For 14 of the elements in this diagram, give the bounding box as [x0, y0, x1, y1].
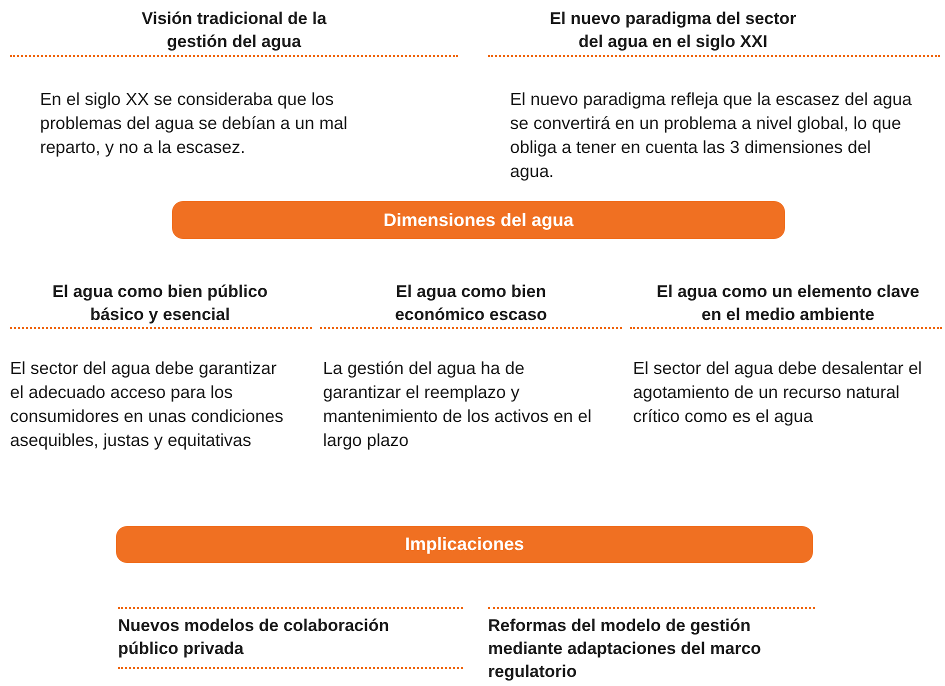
description-text: El nuevo paradigma refleja que la escasez del agua se convertirá en un problema a nivel global, lo que obliga a tener en cuenta las 3 dimensiones del agua.: [510, 88, 913, 183]
description-text: En el siglo XX se consideraba que los problemas del agua se debían a un mal reparto, y no a la escasez.: [40, 88, 348, 159]
section-heading: El agua como un elemento clave en el medio ambiente: [656, 281, 920, 326]
section-heading: El nuevo paradigma del sector del agua en el siglo XXI: [548, 8, 798, 53]
description-text: La gestión del agua ha de garantizar el reemplazo y mantenimiento de los activos en el largo plazo: [323, 357, 592, 452]
description-text: El sector del agua debe desalentar el agotamiento de un recurso natural crítico como es el agua: [633, 357, 923, 428]
implication-text: Nuevos modelos de colaboración público privada: [118, 615, 390, 660]
implication-text: Reformas del modelo de gestión mediante adaptaciones del marco regulatorio: [488, 615, 762, 683]
section-heading: El agua como bien público básico y esencial: [51, 281, 269, 326]
section-heading: Visión tradicional de la gestión del agua: [140, 8, 328, 53]
section-banner: Implicaciones: [116, 526, 813, 563]
section-heading: El agua como bien económico escaso: [394, 281, 548, 326]
description-text: El sector del agua debe garantizar el adecuado acceso para los consumidores en unas condiciones asequibles, justas y equitativas: [10, 357, 284, 452]
section-banner: Dimensiones del agua: [172, 201, 785, 239]
